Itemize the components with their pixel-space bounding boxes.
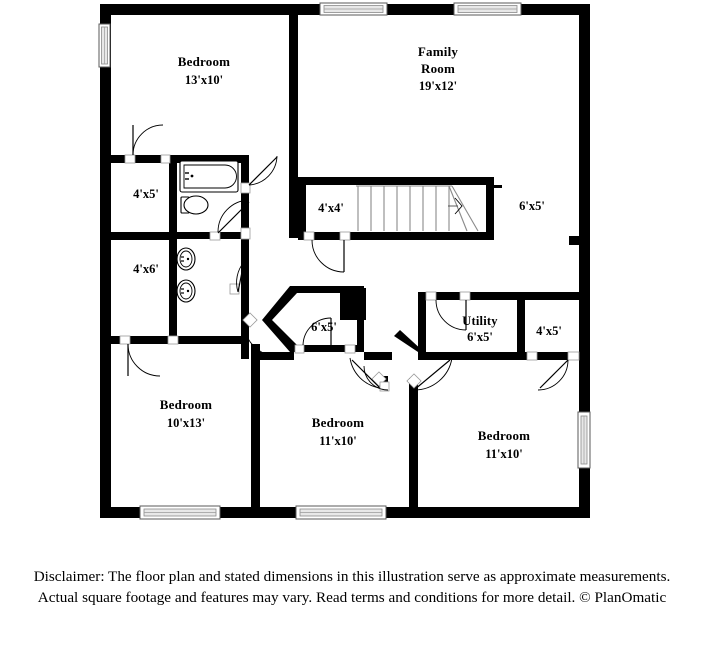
label-family-room-dim: 19'x12': [419, 79, 457, 93]
wall-exterior-right: [579, 4, 590, 518]
wall-right-jog: [569, 236, 580, 245]
label-closet-4x5-upper-dim: 4'x5': [133, 187, 159, 201]
window-bottom-mid-bedroom: [295, 505, 387, 520]
wall-exterior-left: [100, 4, 111, 518]
door-bath-inner: [209, 199, 251, 241]
window-bottom-left-bedroom: [139, 505, 221, 520]
staircase: [356, 185, 479, 232]
wall-center-closet: [262, 286, 364, 352]
door-closet-4x5-right: [526, 351, 580, 391]
door-hall-upper: [229, 261, 245, 295]
wall-bedroom-family-divider: [289, 4, 298, 238]
floor-plan-canvas: Bedroom 13'x10' Family Room 19'x12' 4'x5…: [98, 2, 591, 520]
label-closet-6x5-center-dim: 6'x5': [311, 320, 337, 334]
door-bedroom-bottom-right: [406, 357, 453, 391]
label-closet-4x4-dim: 4'x4': [318, 201, 344, 215]
interior-walls: [111, 4, 590, 518]
toilet-icon: [180, 195, 209, 215]
label-family-room-name: Family: [418, 44, 458, 59]
room-labels: Bedroom 13'x10' Family Room 19'x12' 4'x5…: [133, 44, 562, 461]
wall-stair-right: [486, 177, 494, 240]
door-closet-6x5-center: [294, 317, 356, 354]
label-bedroom-bottom-left-dim: 10'x13': [167, 416, 205, 430]
label-bedroom-bottom-right-dim: 11'x10': [485, 447, 523, 461]
wall-utility-top: [418, 292, 525, 300]
window-left-bedroom: [98, 23, 111, 68]
wall-bedroom-bm-top-a: [260, 352, 294, 360]
wall-stair-top: [298, 177, 494, 185]
vanity-sinks-icon: [176, 247, 196, 303]
wall-landing-stub: [494, 185, 502, 188]
label-closet-4x5-right-dim: 4'x5': [536, 324, 562, 338]
disclaimer-line-2: Actual square footage and features may v…: [37, 589, 667, 606]
window-family-room-left: [319, 2, 388, 16]
label-bedroom-bottom-mid-dim: 11'x10': [319, 434, 357, 448]
window-right-bedroom: [577, 411, 591, 469]
wall-closet-bath-divider: [169, 155, 177, 237]
door-bedroom-bottom-left: [242, 312, 273, 357]
wall-utility-left: [418, 292, 426, 352]
wall-bedroom-bm-br-divider: [409, 386, 418, 518]
wall-vanity-left: [169, 239, 177, 343]
label-bedroom-top-left-name: Bedroom: [178, 54, 230, 69]
wall-bedroom-bl-top-b: [177, 336, 241, 344]
bathtub-icon: [179, 160, 239, 193]
doors: [119, 124, 580, 392]
door-closet-4x5-upper: [124, 124, 171, 164]
wall-utility-bottom: [418, 352, 494, 360]
wall-utility-right-divider: [517, 292, 525, 352]
floor-plan-svg: Bedroom 13'x10' Family Room 19'x12' 4'x5…: [98, 2, 591, 520]
wall-bath-right-lower: [241, 254, 249, 359]
wall-bath-top: [169, 155, 249, 163]
label-bedroom-bottom-left-name: Bedroom: [160, 397, 212, 412]
wall-landing-bottom: [494, 352, 590, 360]
block-center-closet-fill: [340, 288, 366, 320]
wall-bedroom-bl-top-a: [111, 336, 169, 344]
door-closet-4x4: [303, 231, 351, 273]
disclaimer-text: Disclaimer: The floor plan and stated di…: [0, 566, 704, 608]
door-closet-4x6: [119, 335, 179, 377]
windows: [98, 2, 591, 520]
wall-stair-bottom: [298, 232, 494, 240]
label-family-room-name2: Room: [421, 61, 455, 76]
label-bedroom-top-left-dim: 13'x10': [185, 73, 223, 87]
door-bath-entry: [240, 155, 278, 194]
wall-bedroom-bl-bm-divider: [251, 344, 260, 518]
label-closet-4x6-dim: 4'x6': [133, 262, 159, 276]
disclaimer-line-1: Disclaimer: The floor plan and stated di…: [33, 568, 671, 585]
door-utility: [425, 291, 471, 331]
wall-closet-4x5-right-top: [517, 292, 590, 300]
label-utility-name: Utility: [462, 314, 498, 328]
label-landing-6x5-dim: 6'x5': [519, 199, 545, 213]
window-family-room-right: [453, 2, 522, 16]
wall-stair-left: [298, 177, 306, 240]
wall-bath-inner: [177, 232, 241, 239]
wall-hall-bottom-a: [364, 352, 392, 360]
label-bedroom-bottom-mid-name: Bedroom: [312, 415, 364, 430]
bath-fixtures: [176, 160, 239, 303]
wall-bath-right-upper: [241, 155, 249, 254]
label-utility-dim: 6'x5': [467, 330, 493, 344]
wall-closet-top-a: [111, 155, 169, 163]
wall-utility-angled: [394, 330, 424, 352]
wall-closet-divider: [111, 232, 177, 240]
door-hall-lower: [363, 365, 390, 392]
label-bedroom-bottom-right-name: Bedroom: [478, 428, 530, 443]
